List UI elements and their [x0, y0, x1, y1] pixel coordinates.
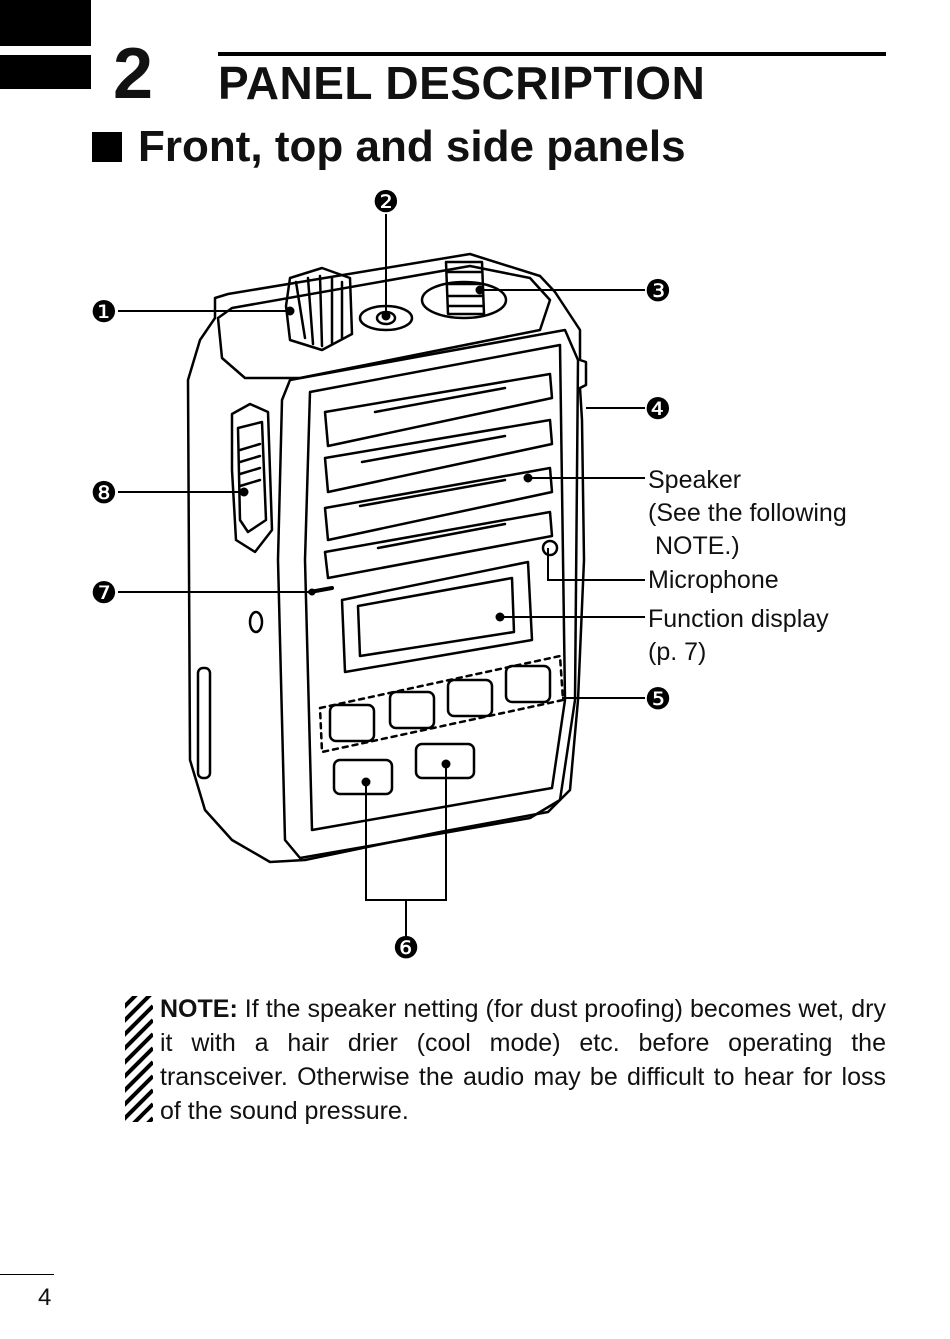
microphone-label: Microphone	[648, 566, 779, 594]
callout-4: ❹	[645, 392, 672, 427]
callout-2: ❷	[373, 185, 400, 220]
section-marker-icon	[92, 132, 122, 162]
note-hatch-icon	[125, 996, 153, 1122]
volume-knob	[284, 266, 354, 352]
side-screw	[248, 610, 264, 634]
callout-8: ❽	[91, 476, 118, 511]
chapter-tab-marker	[0, 55, 91, 89]
speaker-label: Speaker (See the following NOTE.)	[648, 466, 847, 560]
grille-slot-1	[323, 372, 554, 448]
callout-7: ❼	[91, 576, 118, 611]
mic-hole	[541, 539, 559, 557]
transceiver-diagram: ❶ ❷ ❸ ❹ ❺ ❻ ❼ ❽	[91, 185, 672, 966]
antenna-base	[420, 280, 508, 320]
page-number: 4	[38, 1284, 52, 1311]
front-inner	[303, 343, 567, 832]
callout-6: ❻	[393, 931, 420, 966]
keypad-dotted-outline	[318, 654, 565, 754]
side-slot	[196, 666, 212, 780]
key-5	[332, 758, 394, 796]
grille-slot-2	[323, 418, 554, 494]
header-rule	[218, 52, 886, 56]
key-1	[328, 703, 376, 743]
chapter-tab-top	[0, 0, 91, 46]
key-3	[446, 678, 494, 718]
display-window	[356, 576, 516, 658]
ptt-switch	[230, 402, 274, 554]
note-text: NOTE: If the speaker netting (for dust p…	[160, 992, 886, 1128]
note-body-text: If the speaker netting (for dust proofin…	[160, 995, 886, 1125]
top-plate	[216, 264, 552, 380]
radio-body-outline	[186, 252, 588, 864]
callout-3: ❸	[645, 274, 672, 309]
callout-1: ❶	[91, 295, 118, 330]
grille-slot-4	[323, 510, 554, 580]
grille-slot-3	[323, 466, 554, 542]
section-title-text: Front, top and side panels	[138, 122, 686, 171]
function-display-label: Function display (p. 7)	[648, 605, 829, 666]
key-2	[388, 690, 436, 730]
note-label: NOTE:	[160, 995, 238, 1023]
display-bezel	[340, 560, 534, 674]
front-face	[276, 328, 580, 860]
section-title: Front, top and side panels	[92, 125, 686, 169]
key-4	[504, 664, 552, 704]
chapter-number: 2	[113, 34, 153, 114]
chapter-title: PANEL DESCRIPTION	[218, 57, 706, 109]
callout-5: ❺	[645, 682, 672, 717]
footer-rule	[0, 1274, 54, 1275]
